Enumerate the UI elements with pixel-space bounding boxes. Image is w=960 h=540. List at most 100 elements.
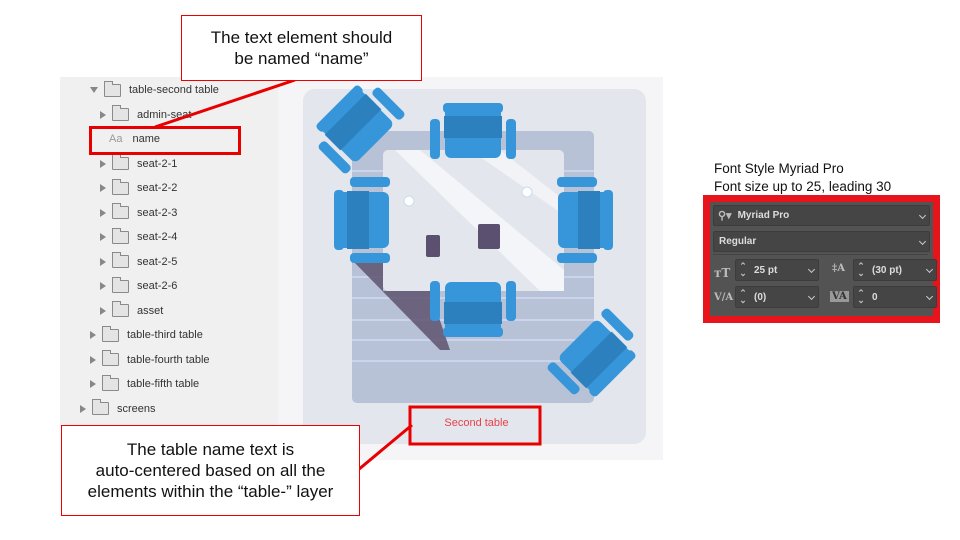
stepper-icon[interactable]: ⌃⌄: [739, 288, 747, 305]
layer-item[interactable]: seat-2-2: [100, 178, 177, 198]
stepper-icon[interactable]: ⌃⌄: [739, 261, 747, 278]
folder-icon: [112, 301, 129, 317]
layer-item[interactable]: table-second table: [90, 80, 219, 100]
font-family-select[interactable]: ⚲▾ Myriad Pro: [713, 205, 930, 226]
font-size-field[interactable]: ⌃⌄ 25 pt: [735, 259, 819, 281]
disclosure-expanded-icon[interactable]: [90, 87, 98, 93]
chevron-down-icon: [918, 237, 927, 245]
table-glare: [395, 150, 564, 291]
font-size-value: 25 pt: [754, 264, 778, 276]
seat-corner-bottom-right[interactable]: [546, 307, 646, 407]
layer-item[interactable]: seat-2-1: [100, 154, 177, 174]
layer-item[interactable]: seat-2-4: [100, 227, 177, 247]
character-panel-highlight: ⚲▾ Myriad Pro Regular ᴛT ⌃⌄ 25 pt ‡A ⌃⌄ (3…: [703, 195, 940, 323]
kerning-icon: V/A: [714, 292, 734, 303]
chevron-down-icon: [918, 211, 927, 219]
table-name-text[interactable]: Second table: [444, 417, 509, 429]
layer-item[interactable]: asset: [100, 301, 163, 321]
callout-line: The table name text is: [126, 440, 295, 459]
cup-icon: [403, 195, 415, 207]
layer-item[interactable]: table-third table: [90, 325, 203, 345]
callout-line: elements within the “table-” layer: [87, 482, 334, 501]
leading-field[interactable]: ⌃⌄ (30 pt): [853, 259, 937, 281]
layer-item[interactable]: screens: [80, 399, 156, 419]
layer-label: seat-2-3: [137, 206, 178, 219]
table-shadow: [352, 260, 450, 350]
folder-icon: [112, 105, 129, 121]
layer-label: name: [132, 133, 160, 145]
layer-item[interactable]: seat-2-6: [100, 276, 177, 296]
kerning-value: (0): [754, 291, 767, 303]
name-layer-highlight: [89, 126, 241, 155]
layer-item[interactable]: admin-seat: [100, 105, 191, 125]
seat-top[interactable]: [430, 103, 516, 159]
text-layer-icon: Aa: [109, 133, 123, 145]
folder-icon: [102, 325, 119, 342]
seat-right[interactable]: [557, 177, 613, 263]
folder-icon: [112, 203, 129, 219]
cup-icon: [521, 186, 533, 198]
disclosure-collapsed-icon[interactable]: [100, 184, 106, 192]
callout-line: be named “name”: [234, 49, 369, 68]
callout-auto-center: The table name text is auto-centered base…: [61, 425, 360, 516]
seat-bottom[interactable]: [430, 281, 516, 337]
callout-line: auto-centered based on all the: [95, 461, 326, 480]
layer-label: table-third table: [127, 329, 203, 341]
stepper-icon[interactable]: ⌃⌄: [857, 261, 865, 278]
disclosure-collapsed-icon[interactable]: [100, 282, 106, 290]
folder-icon: [102, 374, 119, 391]
leading-icon: ‡A: [832, 263, 845, 274]
layer-label: table-second table: [129, 84, 219, 96]
font-note: Font Style Myriad Pro Font size up to 25…: [714, 160, 891, 196]
font-style-select[interactable]: Regular: [713, 231, 930, 252]
tracking-field[interactable]: ⌃⌄ 0: [853, 286, 937, 308]
layer-label: seat-2-1: [137, 157, 178, 170]
layer-item[interactable]: table-fourth table: [90, 350, 210, 370]
chevron-down-icon: [925, 292, 934, 301]
chevron-down-icon: [925, 265, 934, 274]
second-table-illustration[interactable]: [278, 77, 663, 460]
kerning-field[interactable]: ⌃⌄ (0): [735, 286, 819, 308]
seat-corner-top-left[interactable]: [306, 77, 406, 175]
tracking-value: 0: [872, 291, 878, 303]
disclosure-collapsed-icon[interactable]: [90, 331, 96, 339]
layer-label: table-fourth table: [127, 353, 210, 366]
chevron-down-icon: [807, 292, 816, 301]
stepper-icon[interactable]: ⌃⌄: [857, 288, 865, 305]
disclosure-collapsed-icon[interactable]: [100, 208, 106, 217]
layer-item[interactable]: table-fifth table: [90, 374, 199, 394]
layer-label: table-fifth table: [127, 378, 200, 390]
artboard-canvas: [278, 77, 663, 460]
leading-value: (30 pt): [872, 264, 902, 276]
disclosure-collapsed-icon[interactable]: [90, 380, 96, 388]
character-panel: ⚲▾ Myriad Pro Regular ᴛT ⌃⌄ 25 pt ‡A ⌃⌄ (3…: [710, 202, 937, 316]
disclosure-collapsed-icon[interactable]: [90, 355, 96, 364]
disclosure-collapsed-icon[interactable]: [100, 233, 106, 241]
folder-icon: [92, 399, 109, 415]
disclosure-collapsed-icon[interactable]: [100, 110, 106, 119]
font-note-line: Font size up to 25, leading 30: [714, 179, 892, 194]
tracking-icon: VA: [830, 291, 849, 302]
font-size-icon: ᴛT: [714, 266, 731, 280]
folder-icon: [112, 252, 129, 268]
font-family-value: Myriad Pro: [737, 210, 790, 221]
folder-icon: [102, 350, 119, 366]
layer-item[interactable]: seat-2-3: [100, 203, 177, 223]
disclosure-collapsed-icon[interactable]: [80, 404, 86, 413]
disclosure-collapsed-icon[interactable]: [100, 159, 106, 168]
layer-item[interactable]: seat-2-5: [100, 252, 177, 272]
folder-icon: [104, 80, 121, 97]
tablet-icon: [478, 224, 500, 249]
phone-icon: [426, 235, 440, 257]
search-icon: ⚲▾: [718, 210, 732, 222]
disclosure-collapsed-icon[interactable]: [100, 257, 106, 266]
layer-label: seat-2-6: [137, 280, 178, 292]
layer-label: seat-2-2: [137, 182, 178, 194]
folder-icon: [112, 276, 129, 293]
callout-line: The text element should: [210, 28, 393, 47]
seat-left[interactable]: [334, 177, 390, 263]
callout-name-layer: The text element should be named “name”: [181, 15, 422, 81]
disclosure-collapsed-icon[interactable]: [100, 306, 106, 315]
layer-label: admin-seat: [137, 108, 192, 121]
